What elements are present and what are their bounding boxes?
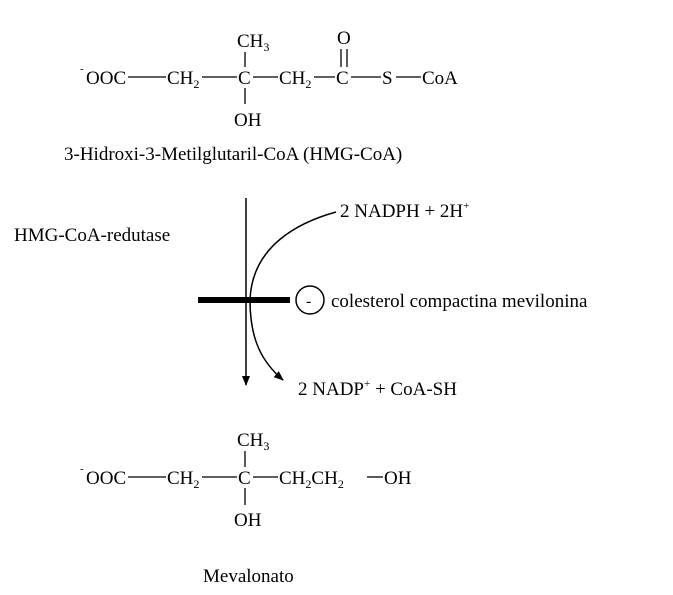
hmg-coa-carbonyl-oxygen: O (337, 28, 351, 49)
hmg-coa-hydroxyl-group: OH (234, 110, 262, 131)
hmg-coa-sulfur: S (382, 68, 393, 89)
inhibition-sign: - (306, 293, 311, 310)
products-label: 2 NADP+ + CoA-SH (298, 378, 457, 400)
mevalonato-ch2-left: CH2 (167, 468, 199, 491)
mevalonato-structure: CH3 - OOC CH2 C CH2CH2 OH OH Mevalonato (80, 430, 412, 587)
mevalonato-ch2-ch2-chain: CH2CH2 (279, 468, 344, 491)
hmg-coa-coa-group: CoA (422, 68, 458, 89)
mevalonato-carboxylate-group: OOC (86, 468, 126, 489)
hmg-coa-methyl-group: CH3 (237, 31, 269, 54)
cofactor-nadph: 2 NADPH + 2H+ (340, 200, 469, 222)
inhibitors-label: colesterol compactina mevilonina (331, 291, 588, 312)
hmg-coa-carboxylate-group: OOC (86, 68, 126, 89)
hmg-coa-ch2-left: CH2 (167, 68, 199, 91)
mevalonato-terminal-hydroxyl: OH (384, 468, 412, 489)
reaction-step: HMG-CoA-redutase 2 NADPH + 2H+ - coleste… (14, 198, 588, 400)
hmg-coa-central-carbon: C (238, 68, 251, 89)
hmg-coa-ch2-right: CH2 (279, 68, 311, 91)
inhibition-symbol (295, 285, 325, 315)
mevalonato-methyl-group: CH3 (237, 430, 269, 453)
hmg-coa-structure: CH3 - OOC CH2 C CH2 C O S CoA OH 3-Hidro… (64, 28, 458, 165)
enzyme-label: HMG-CoA-redutase (14, 225, 170, 246)
hmg-coa-carbonyl-carbon: C (336, 68, 349, 89)
mevalonato-central-carbon: C (238, 468, 251, 489)
cofactor-curve-arrow (249, 211, 337, 381)
mevalonato-carboxylate-charge: - (80, 463, 84, 475)
mevalonato-name: Mevalonato (203, 566, 294, 587)
mevalonato-hydroxyl-group: OH (234, 510, 262, 531)
hmg-coa-carboxylate-charge: - (80, 63, 84, 75)
hmg-coa-name: 3-Hidroxi-3-Metilglutaril-CoA (HMG-CoA) (64, 144, 402, 165)
